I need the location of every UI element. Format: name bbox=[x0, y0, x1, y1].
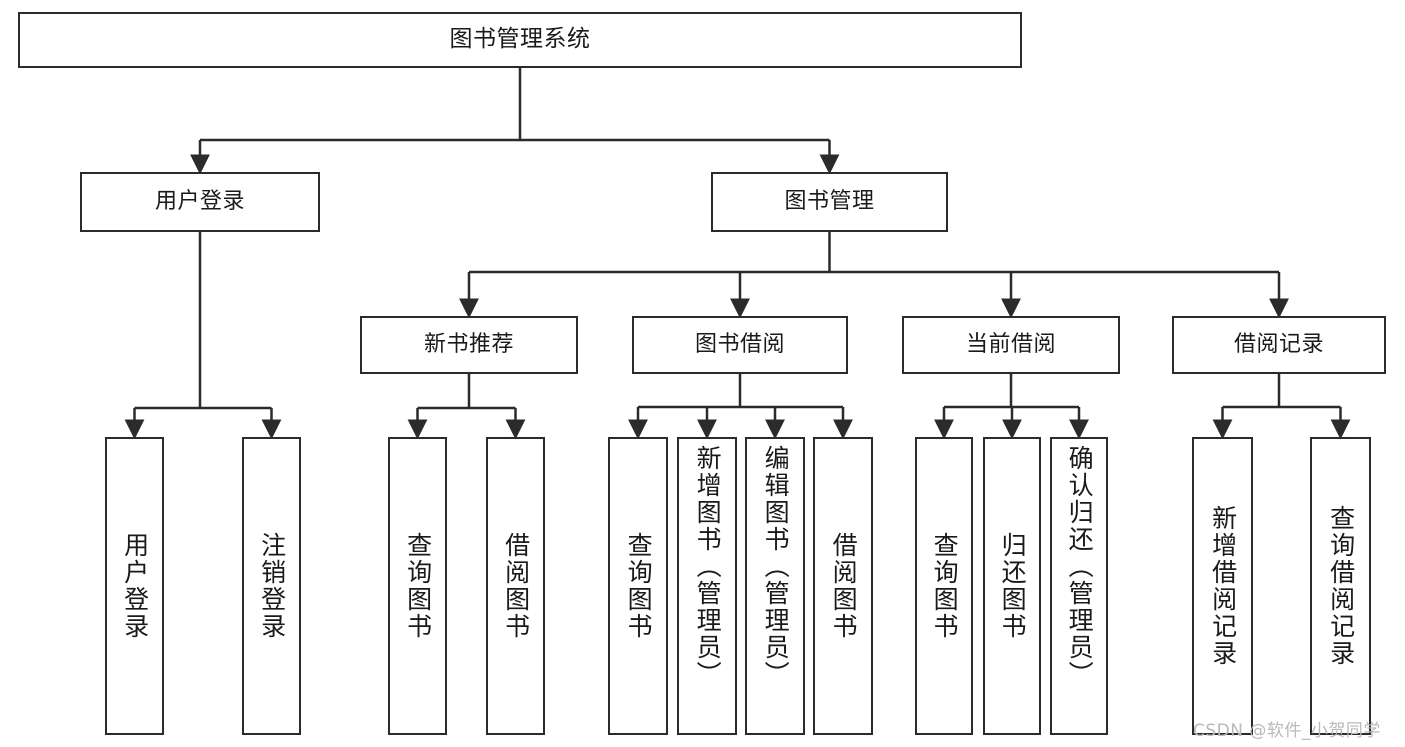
node-l7[interactable]: 编辑图书（管理员） bbox=[745, 437, 805, 735]
node-label: 注销登录 bbox=[257, 532, 287, 640]
node-label: 借阅图书 bbox=[501, 532, 531, 640]
node-label: 新增图书（管理员） bbox=[693, 445, 723, 688]
node-label: 查询借阅记录 bbox=[1326, 505, 1356, 667]
node-l5[interactable]: 查询图书 bbox=[608, 437, 668, 735]
node-l2[interactable]: 注销登录 bbox=[242, 437, 301, 735]
node-label: 借阅图书 bbox=[829, 532, 859, 640]
node-l4[interactable]: 借阅图书 bbox=[486, 437, 545, 735]
node-label: 新书推荐 bbox=[423, 331, 514, 357]
node-l12[interactable]: 新增借阅记录 bbox=[1192, 437, 1253, 735]
node-label: 图书借阅 bbox=[694, 331, 785, 357]
node-l11[interactable]: 确认归还（管理员） bbox=[1050, 437, 1108, 735]
node-l6[interactable]: 新增图书（管理员） bbox=[677, 437, 737, 735]
node-bookmgmt[interactable]: 图书管理 bbox=[711, 172, 948, 232]
node-label: 用户登录 bbox=[120, 532, 150, 640]
node-label: 确认归还（管理员） bbox=[1065, 445, 1095, 688]
node-label: 当前借阅 bbox=[965, 331, 1056, 357]
node-newbook[interactable]: 新书推荐 bbox=[360, 316, 578, 374]
node-current[interactable]: 当前借阅 bbox=[902, 316, 1120, 374]
node-root[interactable]: 图书管理系统 bbox=[18, 12, 1022, 68]
node-label: 归还图书 bbox=[998, 532, 1028, 640]
node-label: 借阅记录 bbox=[1233, 331, 1324, 357]
watermark-label: CSDN @软件_小贺同学 bbox=[1193, 721, 1381, 741]
node-label: 用户登录 bbox=[154, 188, 245, 214]
node-label: 图书管理系统 bbox=[449, 26, 591, 53]
node-label: 新增借阅记录 bbox=[1208, 505, 1238, 667]
node-label: 查询图书 bbox=[930, 532, 960, 640]
node-l8[interactable]: 借阅图书 bbox=[813, 437, 873, 735]
node-borrow[interactable]: 图书借阅 bbox=[632, 316, 848, 374]
node-l1[interactable]: 用户登录 bbox=[105, 437, 164, 735]
node-label: 查询图书 bbox=[403, 532, 433, 640]
node-login[interactable]: 用户登录 bbox=[80, 172, 320, 232]
node-label: 编辑图书（管理员） bbox=[761, 445, 791, 688]
node-l13[interactable]: 查询借阅记录 bbox=[1310, 437, 1371, 735]
node-l3[interactable]: 查询图书 bbox=[388, 437, 447, 735]
node-l10[interactable]: 归还图书 bbox=[983, 437, 1041, 735]
node-label: 图书管理 bbox=[784, 188, 875, 214]
node-label: 查询图书 bbox=[624, 532, 654, 640]
edge-paths bbox=[124, 68, 1351, 440]
node-records[interactable]: 借阅记录 bbox=[1172, 316, 1386, 374]
node-l9[interactable]: 查询图书 bbox=[915, 437, 973, 735]
